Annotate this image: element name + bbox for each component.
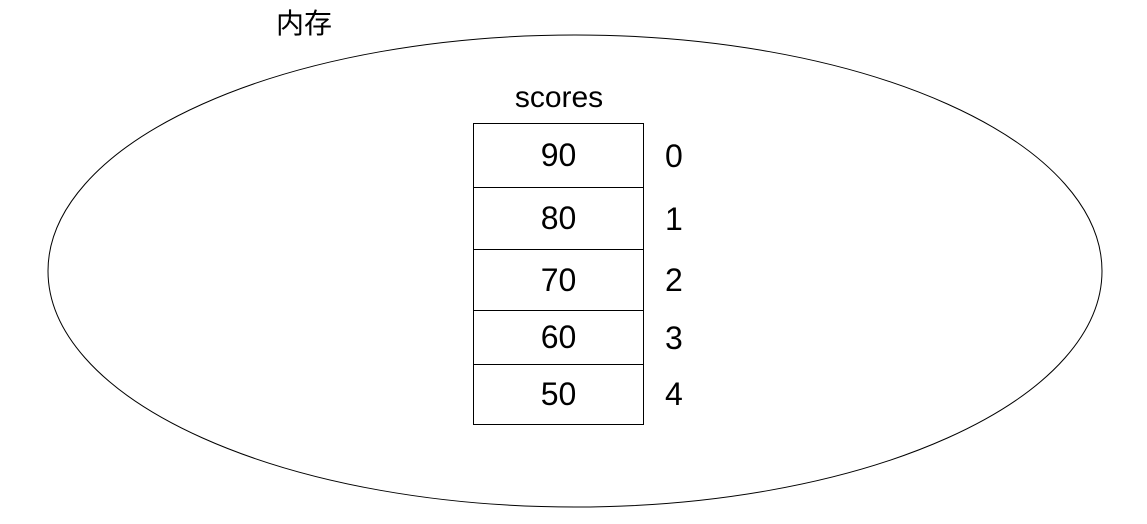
array-index-label-4: 4: [665, 376, 683, 412]
array-cell-0: 90: [474, 124, 643, 188]
array-index-label-0: 0: [665, 137, 683, 174]
array-cells: 90 80 70 60 50: [473, 123, 644, 425]
array-index-label-3: 3: [665, 319, 683, 356]
array-cell-2: 70: [474, 250, 643, 311]
memory-boundary-ellipse: [47, 34, 1103, 508]
array-name-label: scores: [514, 81, 604, 114]
memory-label: 内存: [276, 8, 333, 39]
array-indices: 0 1 2 3 4: [665, 124, 705, 424]
array-cell-1: 80: [474, 188, 643, 250]
array-index-label-1: 1: [665, 200, 683, 237]
array-cell-3: 60: [474, 311, 643, 365]
array-index-label-2: 2: [665, 262, 683, 298]
array-cell-4: 50: [540, 376, 577, 412]
